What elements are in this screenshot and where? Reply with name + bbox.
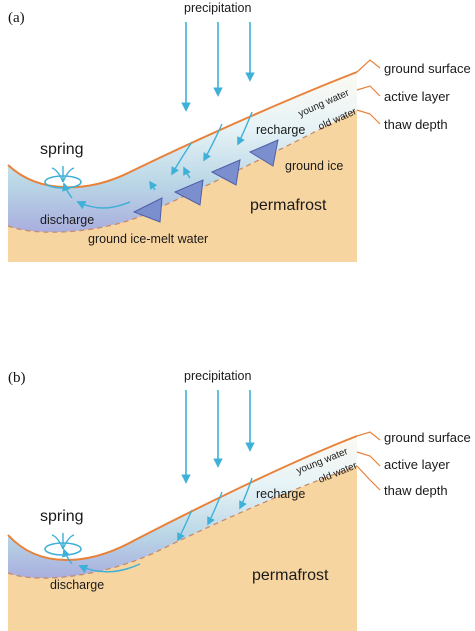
permafrost-label: permafrost — [252, 567, 329, 584]
thaw-depth-line — [7, 465, 358, 579]
ground-ice-wedge — [132, 197, 163, 223]
infiltration-arrow — [171, 141, 193, 176]
permafrost-area — [8, 466, 357, 631]
discharge-arrow — [78, 563, 141, 574]
spring-label: spring — [40, 141, 84, 158]
infiltration-arrow — [203, 123, 223, 162]
meltwater-arrow — [149, 180, 158, 191]
infiltration-arrow — [239, 477, 253, 510]
recharge-label: recharge — [256, 487, 305, 501]
ground-ice-wedge — [248, 139, 279, 167]
infiltration-arrow — [207, 491, 223, 526]
precipitation-label: precipitation — [184, 1, 251, 15]
ground-ice-wedge — [173, 179, 204, 206]
legend-a: ground surface active layer thaw depth — [356, 59, 471, 132]
legend-ground-surface: ground surface — [384, 430, 471, 445]
legend-thaw-depth: thaw depth — [384, 117, 448, 132]
panel-b: (b) precipitation spring discharge recha… — [7, 369, 471, 631]
discharge-label: discharge — [40, 213, 94, 227]
ground-ice-label: ground ice — [285, 159, 343, 173]
legend-thaw-depth: thaw depth — [384, 483, 448, 498]
spring-icon — [44, 166, 82, 189]
panel-label-b: (b) — [8, 370, 26, 386]
discharge-arrow — [62, 548, 73, 565]
panel-label-a: (a) — [8, 10, 25, 26]
discharge-arrow — [76, 200, 131, 210]
ground-ice-melt-water-label: ground ice-melt water — [88, 232, 208, 246]
ground-surface-line — [7, 435, 358, 561]
active-layer — [8, 72, 357, 233]
precipitation-label: precipitation — [184, 369, 251, 383]
meltwater-arrow — [183, 166, 191, 179]
spring-label: spring — [40, 508, 84, 525]
ground-ice-wedge — [210, 159, 241, 186]
permafrost-area — [8, 110, 357, 262]
legend-ground-surface: ground surface — [384, 61, 471, 76]
discharge-arrow — [62, 182, 73, 199]
infiltration-arrow — [237, 111, 253, 146]
discharge-label: discharge — [50, 578, 104, 592]
permafrost-label: permafrost — [250, 197, 327, 214]
legend-active-layer: active layer — [384, 457, 450, 472]
legend-active-layer: active layer — [384, 89, 450, 104]
infiltration-arrow — [177, 509, 193, 542]
panel-a: (a) precipitation — [7, 1, 471, 262]
active-layer — [8, 436, 357, 579]
spring-icon — [44, 533, 82, 556]
legend-b: ground surface active layer thaw depth — [356, 430, 471, 498]
recharge-label: recharge — [256, 123, 305, 137]
